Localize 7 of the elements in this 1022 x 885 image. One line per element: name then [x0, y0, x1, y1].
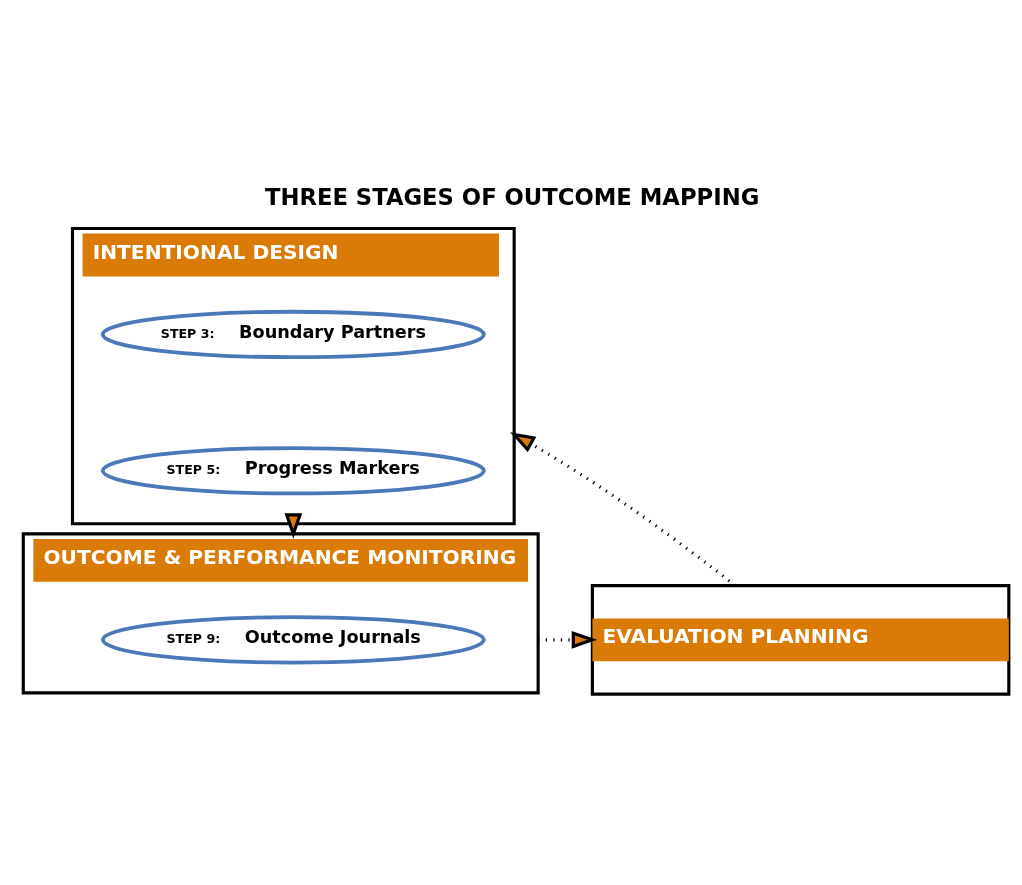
node-ellipse: STEP 9: Outcome Journals	[100, 614, 486, 664]
arrow	[538, 630, 597, 649]
node-ellipse: STEP 3: Boundary Partners	[100, 309, 486, 359]
arrow	[510, 431, 737, 587]
arrow	[284, 512, 303, 539]
node-ellipse: STEP 5: Progress Markers	[100, 445, 486, 495]
diagram-title: THREE STAGES OF OUTCOME MAPPING	[264, 183, 760, 210]
